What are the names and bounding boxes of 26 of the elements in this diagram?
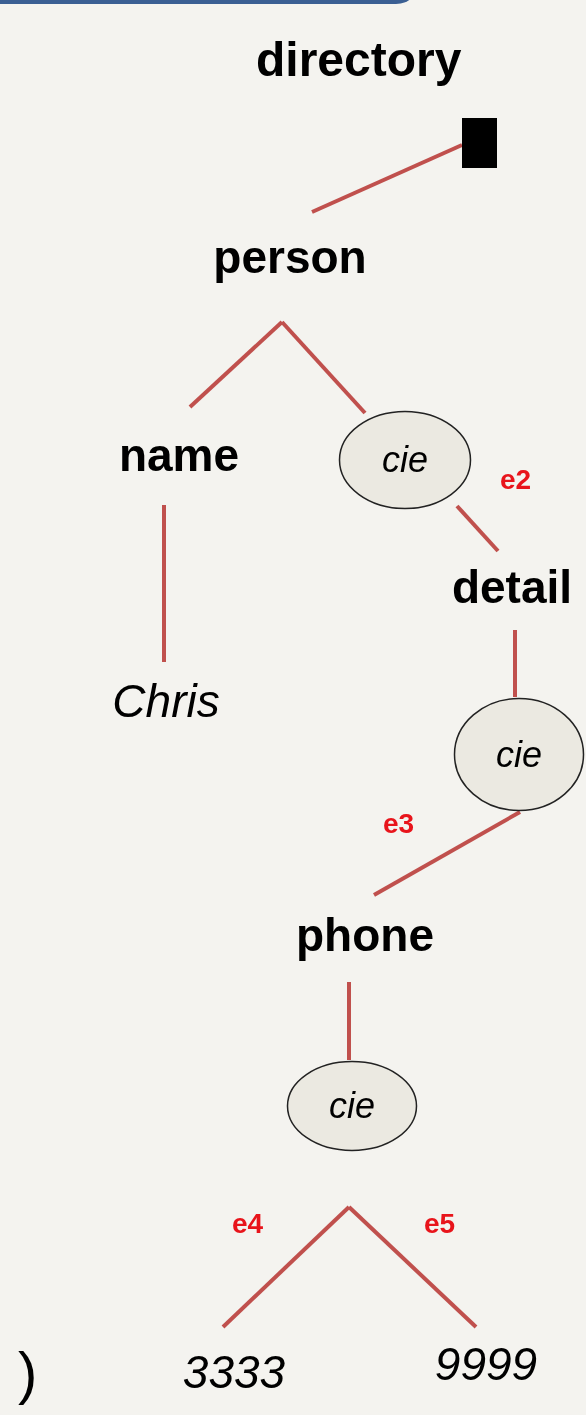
edge-label: e4 <box>232 1210 264 1238</box>
cie-ellipse: cie <box>453 697 585 812</box>
tree-edge <box>373 810 521 897</box>
edge-label: e3 <box>383 810 415 838</box>
tree-edge <box>188 320 284 409</box>
tree-edge <box>347 1205 478 1329</box>
tree-edge <box>513 630 517 697</box>
value-text: 9999 <box>414 1334 558 1394</box>
edge-label: e2 <box>500 466 532 494</box>
tree-edge <box>455 504 500 553</box>
element-label: directory <box>256 36 462 84</box>
cie-ellipse: cie <box>338 410 472 510</box>
edge-label: e5 <box>424 1210 456 1238</box>
cie-ellipse: cie <box>286 1060 418 1152</box>
tree-edge <box>280 320 367 415</box>
tree-edge <box>221 1205 351 1329</box>
element-label: person <box>195 226 385 288</box>
element-label: detail <box>438 556 586 618</box>
tree-edge <box>347 982 351 1060</box>
tree-edge <box>311 143 463 214</box>
element-label: name <box>100 426 258 484</box>
value-text: 3333 <box>164 1342 304 1402</box>
tree-edge <box>162 505 166 662</box>
value-text: Chris <box>98 672 234 730</box>
element-label: phone <box>276 904 454 966</box>
root-square <box>462 118 497 168</box>
